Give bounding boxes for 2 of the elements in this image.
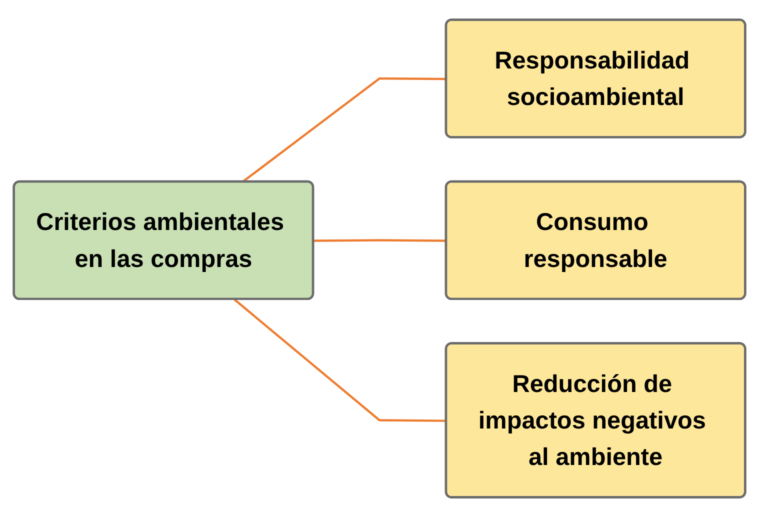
connector bbox=[234, 298, 447, 422]
connector bbox=[314, 239, 447, 242]
